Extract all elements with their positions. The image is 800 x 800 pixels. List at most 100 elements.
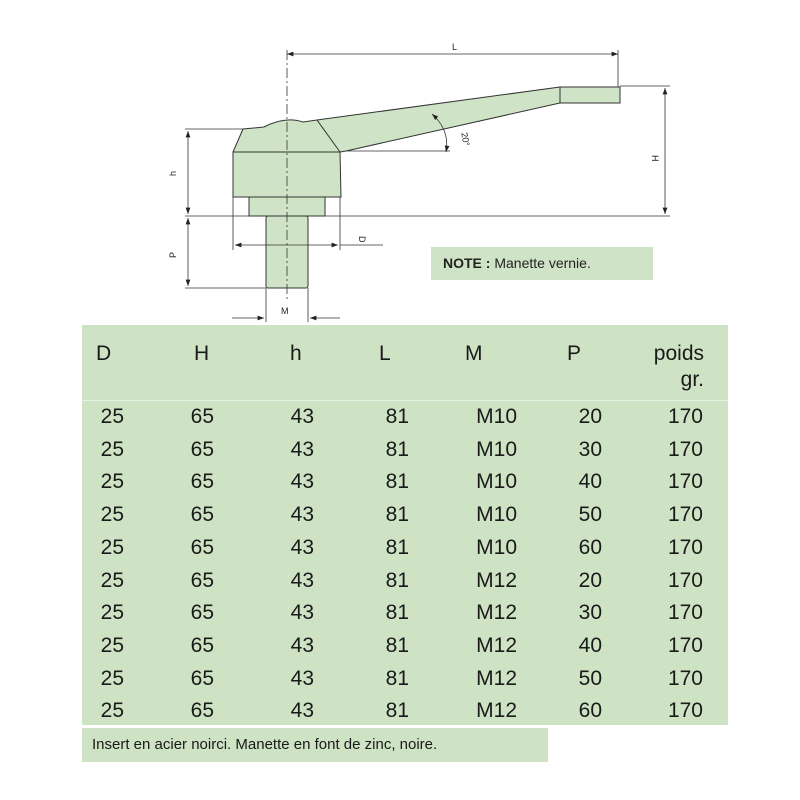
table-cell: 60	[578, 535, 602, 559]
table-cell: 43	[290, 503, 314, 527]
table-cell: 65	[190, 437, 214, 461]
table-cell: M12	[476, 601, 517, 625]
dim-D-label: D	[357, 236, 367, 243]
table-cell: 170	[667, 568, 703, 592]
table-cell: 25	[100, 601, 124, 625]
dimension-lines	[185, 50, 670, 322]
col-header-H: H	[194, 342, 210, 365]
table-cell: 81	[385, 437, 409, 461]
table-row: 25 65 43 81 M10 50 170	[82, 503, 728, 533]
table-cell: 25	[100, 503, 124, 527]
table-cell: 65	[190, 666, 214, 690]
table-cell: 50	[578, 666, 602, 690]
table-cell: 20	[578, 568, 602, 592]
dim-h-label: h	[168, 171, 178, 176]
material-caption: Insert en acier noirci. Manette en font …	[82, 728, 548, 762]
table-cell: 43	[290, 568, 314, 592]
table-cell: 81	[385, 503, 409, 527]
table-cell: M10	[476, 437, 517, 461]
table-cell: 170	[667, 437, 703, 461]
table-cell: 25	[100, 437, 124, 461]
table-cell: 43	[290, 699, 314, 723]
table-cell: 65	[190, 568, 214, 592]
table-cell: 43	[290, 535, 314, 559]
table-cell: 60	[578, 699, 602, 723]
table-cell: 40	[578, 633, 602, 657]
table-row: 25 65 43 81 M10 30 170	[82, 438, 728, 468]
col-header-poids: gr.	[680, 368, 704, 391]
table-cell: 81	[385, 699, 409, 723]
note-text: Manette vernie.	[494, 255, 591, 271]
note-box: NOTE : Manette vernie.	[431, 247, 653, 280]
table-cell: 170	[667, 601, 703, 625]
table-cell: M12	[476, 699, 517, 723]
table-cell: M10	[476, 405, 517, 428]
table-cell: 40	[578, 470, 602, 494]
table-cell: 25	[100, 568, 124, 592]
table-cell: 25	[100, 405, 124, 428]
table-cell: 30	[578, 601, 602, 625]
table-cell: 170	[667, 470, 703, 494]
table-cell: 43	[290, 601, 314, 625]
table-cell: M12	[476, 568, 517, 592]
table-cell: 25	[100, 535, 124, 559]
dim-P-label: P	[168, 252, 178, 258]
table-cell: 81	[385, 405, 409, 428]
col-header-d: D	[96, 342, 112, 365]
dim-M-label: M	[281, 306, 289, 316]
table-cell: 170	[667, 666, 703, 690]
angle-label: 20°	[459, 132, 471, 148]
table-cell: 81	[385, 535, 409, 559]
table-cell: 65	[190, 503, 214, 527]
table-cell: 50	[578, 503, 602, 527]
table-cell: 43	[290, 666, 314, 690]
table-cell: 65	[190, 633, 214, 657]
table-cell: 43	[290, 633, 314, 657]
table-cell: 170	[667, 699, 703, 723]
table-cell: 25	[100, 470, 124, 494]
table-cell: 170	[667, 633, 703, 657]
table-row: 25 65 43 81 M12 20 170	[82, 569, 728, 599]
table-cell: 20	[578, 405, 602, 428]
table-cell: 81	[385, 568, 409, 592]
table-cell: 65	[190, 535, 214, 559]
table-cell: 81	[385, 666, 409, 690]
table-cell: 170	[667, 535, 703, 559]
table-cell: 81	[385, 470, 409, 494]
table-cell: 30	[578, 437, 602, 461]
table-cell: 81	[385, 633, 409, 657]
table-cell: 65	[190, 699, 214, 723]
table-cell: 43	[290, 470, 314, 494]
table-cell: 170	[667, 503, 703, 527]
table-cell: 25	[100, 666, 124, 690]
table-cell: 43	[290, 405, 314, 428]
table-cell: 25	[100, 699, 124, 723]
table-row: 25 65 43 81 M10 60 170	[82, 536, 728, 566]
table-cell: 65	[190, 470, 214, 494]
table-cell: M12	[476, 633, 517, 657]
table-cell: M10	[476, 503, 517, 527]
dim-L-label: L	[452, 42, 457, 52]
table-row: 25 65 43 81 M12 50 170	[82, 667, 728, 697]
table-cell: 25	[100, 633, 124, 657]
col-header-poids: poids	[653, 342, 704, 365]
dim-H-label: H	[650, 155, 660, 162]
note-label: NOTE :	[443, 255, 491, 271]
table-cell: 65	[190, 601, 214, 625]
table-cell: 170	[667, 405, 703, 428]
col-header-L: L	[379, 342, 391, 365]
technical-drawing: L H h P D M 20°	[168, 42, 670, 322]
table-cell: 43	[290, 437, 314, 461]
table-header	[82, 325, 728, 401]
col-header-M: M	[465, 342, 483, 365]
table-cell: M12	[476, 666, 517, 690]
table-cell: M10	[476, 535, 517, 559]
table-row: 25 65 43 81 M12 60 170	[82, 699, 728, 729]
col-header-P: P	[567, 342, 582, 365]
col-header-h: h	[290, 342, 302, 365]
